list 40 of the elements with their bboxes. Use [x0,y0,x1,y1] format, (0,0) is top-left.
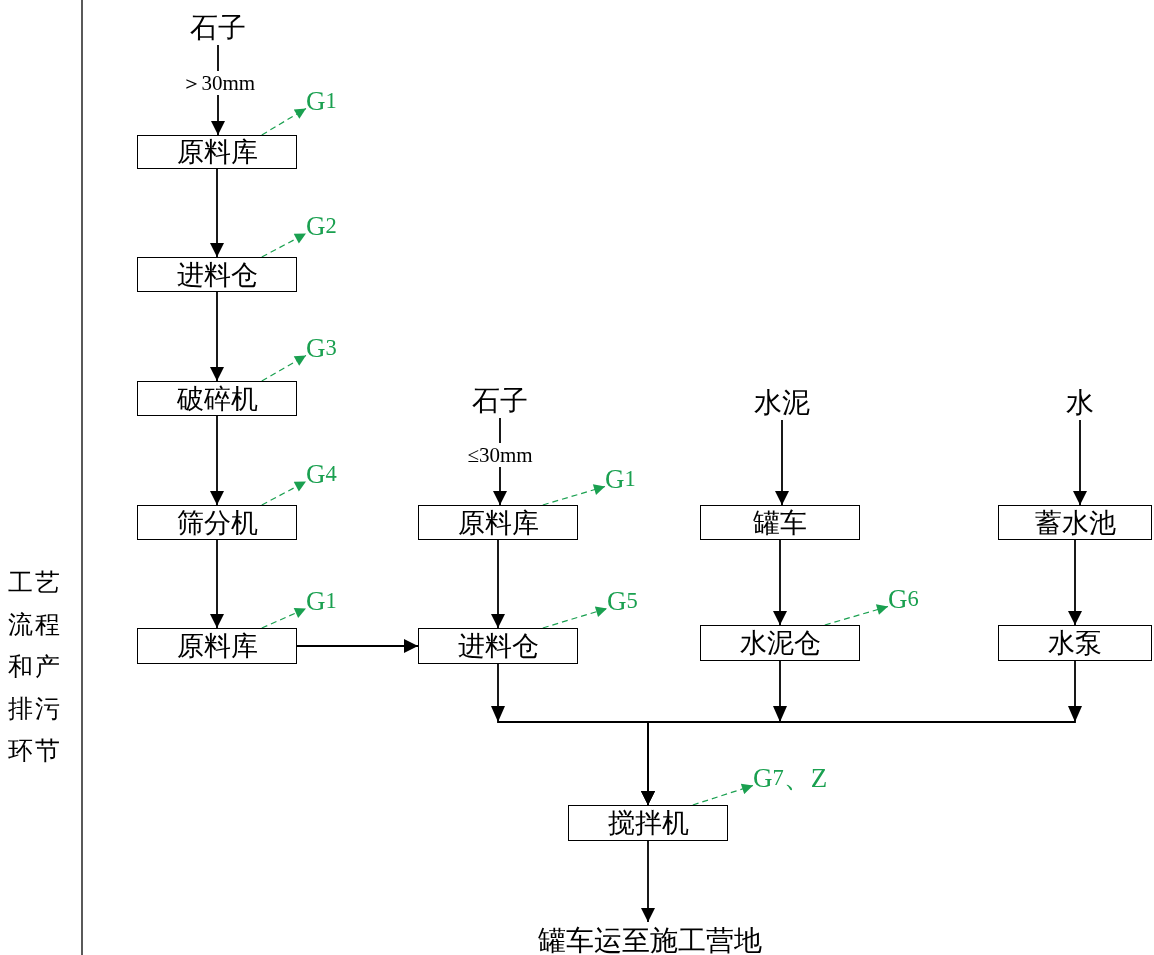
material-label: 石子 [465,384,535,418]
arrow [773,539,787,626]
arrow [210,415,224,506]
emission-arrow [261,480,307,506]
emission-arrow [542,484,606,506]
process-box: 破碎机 [137,381,297,416]
process-box: 罐车 [700,505,860,540]
emission-arrow [261,607,307,629]
arrow [1073,419,1087,506]
arrow [296,639,419,653]
arrow [210,539,224,629]
arrow [775,419,789,506]
arrow [491,539,505,629]
material-label: 罐车运至施工营地 [515,922,785,955]
edge-label: ≤30mm [467,442,533,467]
emission-arrow [261,354,307,382]
process-box: 原料库 [418,505,578,540]
material-label: 水泥 [746,386,818,420]
arrow [641,660,1082,806]
process-box: 原料库 [137,628,297,664]
process-box: 水泥仓 [700,625,860,661]
process-box: 进料仓 [418,628,578,664]
arrow [210,291,224,382]
arrow [641,840,655,923]
process-box: 水泵 [998,625,1152,661]
emission-arrow [261,232,307,258]
emission-arrow [542,606,608,629]
side-label: 工艺流程和产排污环节 [8,568,63,766]
emission-arrow [261,107,307,136]
material-label: 水 [1062,386,1098,420]
emission-arrow [692,783,754,806]
arrow [210,168,224,258]
process-box: 蓄水池 [998,505,1152,540]
process-box: 筛分机 [137,505,297,540]
process-box: 原料库 [137,135,297,169]
emission-arrow [824,604,889,626]
material-label: 石子 [183,11,253,45]
arrow [1068,539,1082,626]
process-box: 进料仓 [137,257,297,292]
process-box: 搅拌机 [568,805,728,841]
